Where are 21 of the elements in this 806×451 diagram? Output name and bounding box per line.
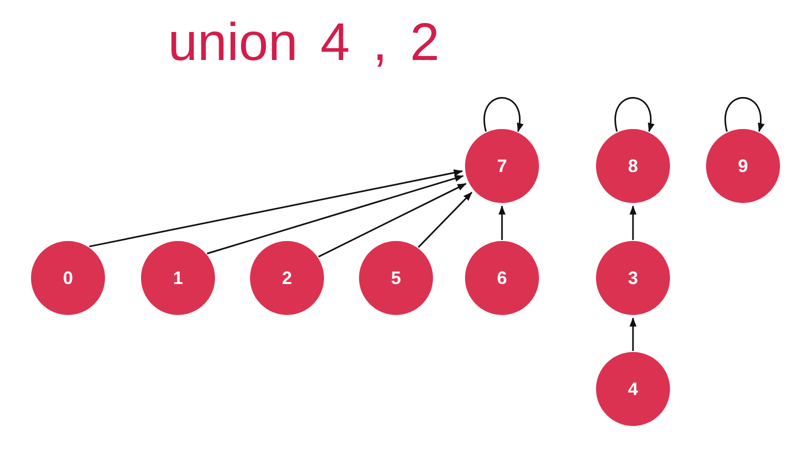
arrow bbox=[89, 169, 463, 248]
self-loop-arrow bbox=[724, 97, 764, 132]
node-label: 1 bbox=[172, 269, 183, 287]
arrow bbox=[418, 192, 472, 248]
node-label: 7 bbox=[496, 157, 507, 175]
node-label: 8 bbox=[628, 157, 638, 175]
node-label: 0 bbox=[62, 269, 73, 287]
node-label: 4 bbox=[628, 380, 638, 398]
node-label: 3 bbox=[628, 269, 638, 287]
arrow bbox=[630, 318, 636, 351]
self-loop-arrow bbox=[614, 97, 654, 132]
node-label: 9 bbox=[738, 157, 748, 175]
title: union 4 , 2 bbox=[168, 14, 440, 72]
node-label: 2 bbox=[282, 269, 292, 287]
arrow bbox=[630, 206, 636, 240]
arrow bbox=[498, 206, 506, 240]
self-loop-arrow bbox=[483, 97, 523, 132]
node-label: 6 bbox=[496, 269, 507, 287]
arrow bbox=[206, 175, 464, 254]
node-label: 5 bbox=[390, 269, 401, 287]
arrow bbox=[318, 182, 467, 258]
